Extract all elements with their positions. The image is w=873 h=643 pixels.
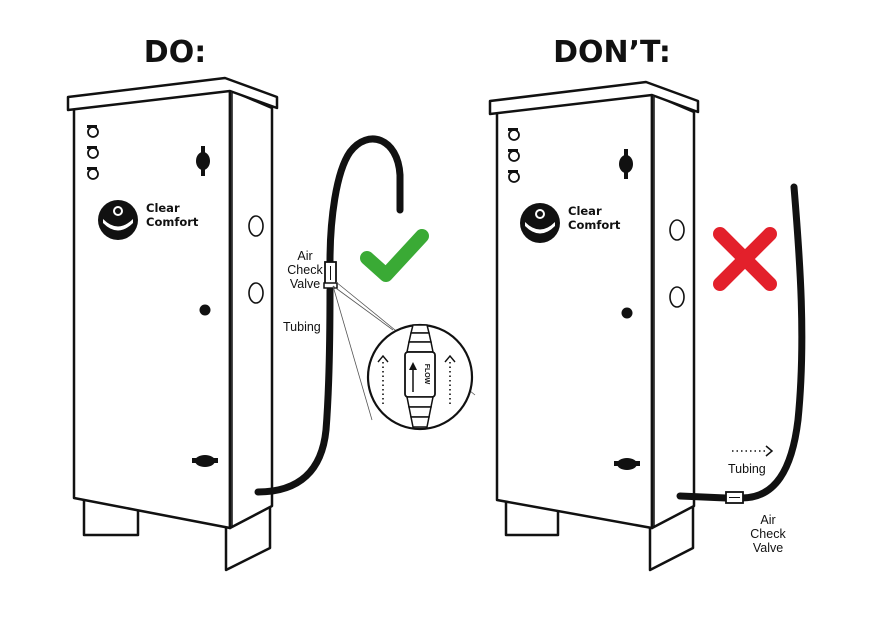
side-port-upper: [669, 219, 685, 241]
knob-icon: [199, 304, 211, 316]
dotted-up-arrow-left-icon: [377, 354, 389, 363]
brand-name-line1: Clear: [146, 201, 180, 215]
valve-label-line3: Valve: [753, 541, 783, 555]
tubing-dont-long: [738, 183, 806, 502]
cabinet-side: [228, 88, 274, 530]
inset-flow-text: FLOW: [423, 364, 430, 385]
clear-comfort-logo: [520, 203, 560, 243]
cabinet-top: [66, 76, 279, 112]
dotted-up-arrow-right-icon: [444, 354, 456, 363]
brand-name-line2: Comfort: [568, 218, 621, 232]
tubing-label-dont: Tubing: [728, 462, 766, 476]
side-port-lower: [248, 282, 264, 304]
check-mark-icon: [360, 229, 429, 282]
cabinet-side: [650, 92, 696, 530]
cabinet-dont: Clear Comfort: [488, 80, 700, 572]
cabinet-do: Clear Comfort: [66, 76, 279, 572]
handle-icon: [614, 458, 640, 470]
valve-zoom-inset: FLOW: [366, 323, 474, 431]
side-port-upper: [248, 215, 264, 237]
lock-icon: [196, 146, 210, 176]
tubing-do-lower: [254, 286, 334, 496]
tubing-label-do: Tubing: [283, 320, 321, 334]
knob-icon: [621, 307, 633, 319]
fitting-icons: [87, 125, 99, 180]
tubing-do-upper: [326, 135, 404, 266]
air-check-valve-do: [323, 261, 338, 289]
clear-comfort-logo: [98, 200, 138, 240]
tubing-dont-short: [676, 492, 730, 502]
side-port-lower: [669, 286, 685, 308]
cabinet-top: [488, 80, 700, 116]
do-panel: DO:: [66, 35, 476, 572]
x-mark-icon: [713, 227, 777, 291]
handle-icon: [192, 455, 218, 467]
dotted-right-arrow-icon: [765, 445, 774, 457]
brand-name-line2: Comfort: [146, 215, 199, 229]
valve-label-line1: Air: [760, 513, 775, 527]
do-heading: DO:: [144, 35, 206, 70]
valve-label-line2: Check: [750, 527, 786, 541]
valve-label-line2: Check: [287, 263, 323, 277]
fitting-icons: [508, 128, 520, 183]
dont-panel: DON’T:: [488, 35, 806, 572]
valve-label-line3: Valve: [290, 277, 320, 291]
dont-heading: DON’T:: [553, 35, 671, 70]
brand-name-line1: Clear: [568, 204, 602, 218]
air-check-valve-dont: [725, 491, 744, 504]
lock-icon: [619, 149, 633, 179]
valve-label-line1: Air: [297, 249, 312, 263]
